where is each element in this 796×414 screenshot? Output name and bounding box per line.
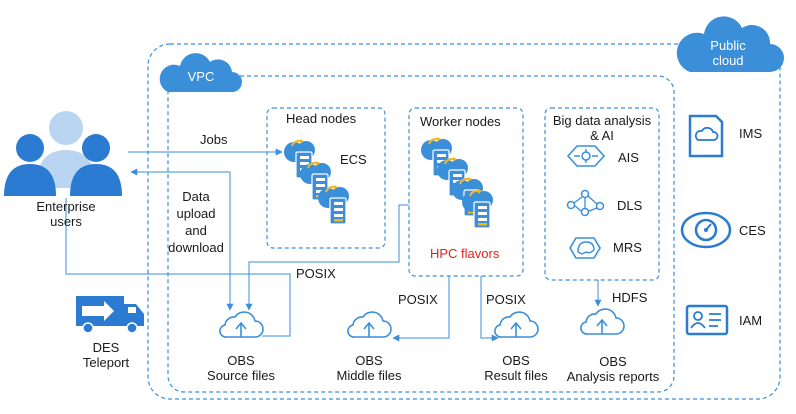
public-cloud-line1: Public [710, 38, 746, 53]
des-teleport-label: DES Teleport [64, 340, 148, 370]
des-line2: Teleport [82, 355, 130, 370]
posix-middle-label: POSIX [398, 292, 438, 307]
data-upload-label: Data upload and download [162, 188, 230, 256]
public-cloud-badge [676, 16, 784, 72]
enterprise-users-label: Enterprise users [14, 199, 118, 229]
obs-source-icon [219, 311, 264, 338]
users-line2: users [50, 214, 82, 229]
mrs-label: MRS [613, 240, 642, 255]
ces-icon [680, 211, 732, 249]
des-teleport-truck-icon [76, 296, 144, 334]
obs-analysis-label: OBS Analysis reports [554, 354, 672, 384]
jobs-label: Jobs [200, 132, 228, 147]
head-nodes-box [266, 107, 386, 249]
head-nodes-title: Head nodes [286, 111, 357, 126]
iam-label: IAM [739, 313, 763, 328]
bigdata-title: Big data analysis & AI [546, 113, 658, 143]
obs-analysis-desc: Analysis reports [566, 369, 660, 384]
posix-result-arrow [480, 276, 499, 342]
hdfs-label: HDFS [612, 290, 648, 305]
public-cloud-line2: cloud [712, 53, 744, 68]
vpc-label: VPC [187, 69, 215, 84]
ecs-label: ECS [340, 152, 367, 167]
data-upload-line3: and [185, 223, 207, 238]
ces-label: CES [739, 223, 766, 238]
public-cloud-boundary [147, 43, 781, 400]
dls-icon [566, 189, 605, 217]
obs-source-label: OBS Source files [196, 353, 286, 383]
obs-analysis-icon [580, 308, 625, 335]
obs-result-icon [494, 311, 539, 338]
enterprise-users-icon [4, 111, 122, 196]
users-to-obs-line [65, 198, 291, 337]
obs-middle-icon [347, 311, 392, 338]
iam-icon [685, 304, 729, 336]
ais-label: AIS [618, 150, 639, 165]
public-cloud-label: Public cloud [695, 38, 761, 68]
des-line1: DES [92, 340, 120, 355]
vpc-badge [159, 53, 242, 92]
ims-label: IMS [739, 126, 763, 141]
data-upload-line1: Data [182, 189, 210, 204]
posix-main-label: POSIX [296, 266, 336, 281]
worker-nodes-box [408, 107, 524, 277]
bigdata-box [544, 107, 660, 281]
mrs-icon [569, 237, 601, 259]
ais-icon [566, 145, 606, 167]
bigdata-title-line2: & AI [590, 128, 614, 143]
dls-label: DLS [617, 198, 643, 213]
ims-icon [688, 114, 724, 158]
vpc-boundary [167, 75, 675, 393]
obs-source-desc: Source files [207, 368, 275, 383]
posix-middle-arrow [392, 276, 450, 342]
posix-main-arrow [245, 204, 409, 311]
connectors [65, 148, 602, 342]
obs-middle-desc: Middle files [336, 368, 402, 383]
worker-nodes-title: Worker nodes [420, 114, 501, 129]
hpc-flavors-label: HPC flavors [430, 246, 500, 261]
obs-result-name: OBS [502, 353, 530, 368]
obs-analysis-name: OBS [599, 354, 627, 369]
obs-source-name: OBS [227, 353, 255, 368]
data-upload-line2: upload [176, 206, 216, 221]
obs-result-label: OBS Result files [471, 353, 561, 383]
worker-nodes-server-icons [420, 136, 494, 229]
obs-middle-name: OBS [355, 353, 383, 368]
obs-middle-label: OBS Middle files [324, 353, 414, 383]
users-line1: Enterprise [36, 199, 96, 214]
posix-result-label: POSIX [486, 292, 526, 307]
obs-result-desc: Result files [484, 368, 548, 383]
data-upload-line4: download [168, 240, 224, 255]
bigdata-title-line1: Big data analysis [552, 113, 652, 128]
